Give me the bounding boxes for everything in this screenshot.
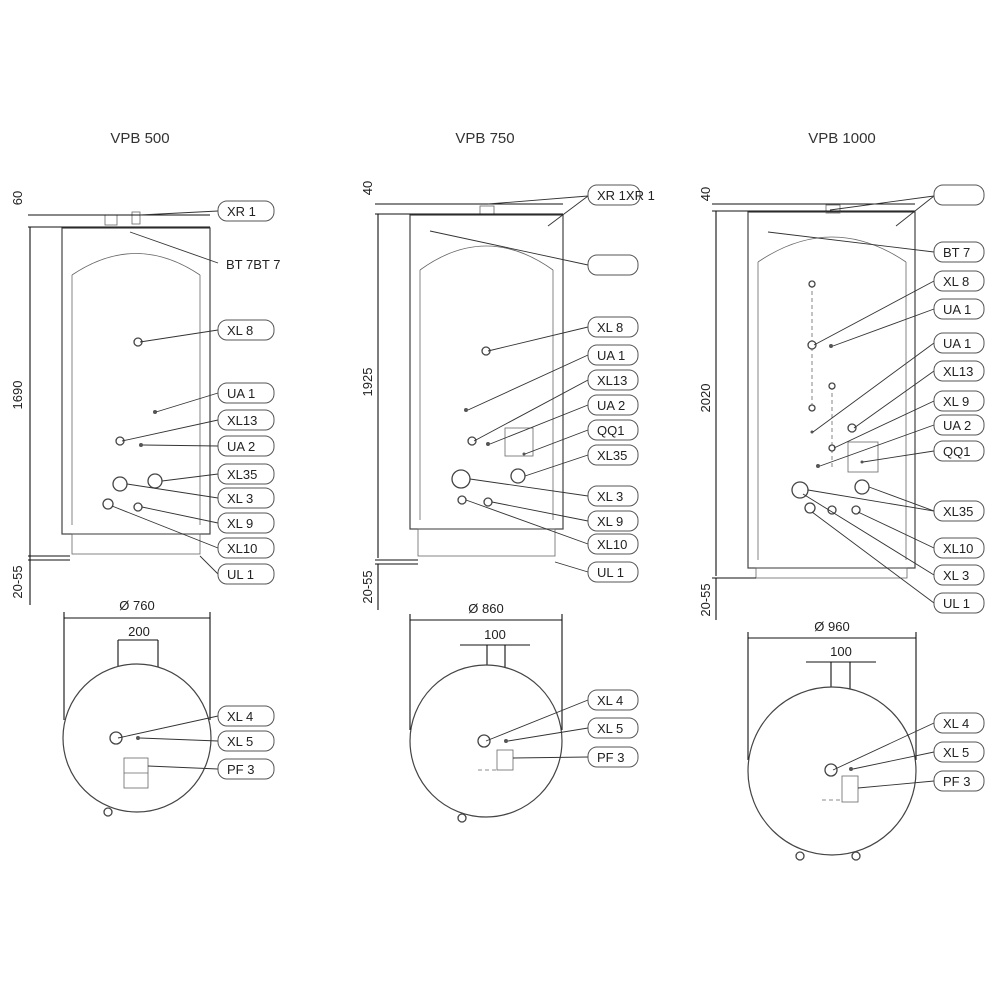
label-xl13: XL13 [597,373,627,388]
label-xl5: XL 5 [943,745,969,760]
label-xl8: XL 8 [227,323,253,338]
label-blank [933,184,985,206]
label-xr1: XR 1 [227,204,256,219]
tank-base [417,528,556,557]
label-ua2: UA 2 [227,439,255,454]
dim-bottom: 20-55 [10,565,25,598]
dim-offset: 100 [484,627,506,642]
label-xl13: XL13 [227,413,257,428]
label-xl9: XL 9 [597,514,623,529]
top-labels: XL 4 XL 5 PF 3 [117,705,275,780]
label-xl10: XL10 [227,541,257,556]
model-title: VPB 750 [455,130,514,147]
label-ua1: UA 1 [943,302,971,317]
tank-base [71,533,201,555]
model-title: VPB 1000 [808,130,876,147]
label-qq1: QQ1 [597,423,624,438]
label-xl13: XL13 [943,364,973,379]
label-xr1: XR 1XR 1 [597,188,655,203]
tank-inner-dome [757,236,907,263]
dim-top: 40 [360,181,375,195]
label-qq1: QQ1 [943,444,970,459]
label-ul1: UL 1 [597,565,624,580]
dim-height: 1925 [360,368,375,397]
tank-base [755,567,908,579]
model-vpb-750: VPB 750 40 1925 20-55 XR 1XR 1 [360,130,655,823]
label-xl10: XL10 [597,537,627,552]
label-xl35: XL35 [227,467,257,482]
label-ua1: UA 1 [227,386,255,401]
label-xl35: XL35 [597,448,627,463]
tank-inner-dome [419,245,554,271]
top-labels: XL 4 XL 5 PF 3 [485,689,639,768]
label-xl4: XL 4 [943,716,969,731]
tank-side-view [409,214,564,530]
dim-diameter: Ø 860 [468,601,503,616]
label-xl5: XL 5 [227,734,253,749]
top-labels: XL 4 XL 5 PF 3 [832,712,985,792]
dim-bottom: 20-55 [698,583,713,616]
label-pf3: PF 3 [227,762,254,777]
label-pf3: PF 3 [943,774,970,789]
model-vpb-1000: VPB 1000 40 2020 20-55 [698,130,985,861]
dim-offset: 100 [830,644,852,659]
dim-top: 60 [10,191,25,205]
label-pf3: PF 3 [597,750,624,765]
label-xl5: XL 5 [597,721,623,736]
label-blank [587,254,639,276]
label-ua2: UA 2 [597,398,625,413]
side-labels: XR 1 BT 7BT 7 XL 8 UA 1 XL13 UA 2 XL35 X… [111,200,280,585]
label-xl4: XL 4 [227,709,253,724]
tank-side-view [61,227,211,535]
label-ua1: UA 1 [597,348,625,363]
dim-offset: 200 [128,624,150,639]
model-title: VPB 500 [110,130,169,147]
dim-bottom: 20-55 [360,570,375,603]
label-ul1: UL 1 [943,596,970,611]
label-xl8: XL 8 [597,320,623,335]
label-ua2: UA 2 [943,418,971,433]
model-vpb-500: VPB 500 60 1690 20-55 XR 1 [10,130,280,817]
dim-height: 1690 [10,381,25,410]
label-bt7: BT 7 [943,245,970,260]
label-bt7: BT 7BT 7 [226,257,280,272]
label-xl3: XL 3 [227,491,253,506]
label-xl3: XL 3 [943,568,969,583]
label-xl35: XL35 [943,504,973,519]
dim-height: 2020 [698,384,713,413]
label-ul1: UL 1 [227,567,254,582]
tank-inner-dome [71,253,201,276]
label-xl10: XL10 [943,541,973,556]
dim-diameter: Ø 760 [119,598,154,613]
top-connector [104,214,118,226]
label-xl9: XL 9 [943,394,969,409]
dim-top: 40 [698,187,713,201]
label-ua1-lower: UA 1 [943,336,971,351]
label-xl9: XL 9 [227,516,253,531]
label-xl8: XL 8 [943,274,969,289]
label-xl3: XL 3 [597,489,623,504]
dim-diameter: Ø 960 [814,619,849,634]
label-xl4: XL 4 [597,693,623,708]
side-labels: BT 7 XL 8 UA 1 UA 1 XL13 XL 9 UA 2 QQ1 [767,184,985,614]
side-labels: XR 1XR 1 XL 8 UA 1 XL13 UA 2 QQ1 XL35 [429,184,655,583]
